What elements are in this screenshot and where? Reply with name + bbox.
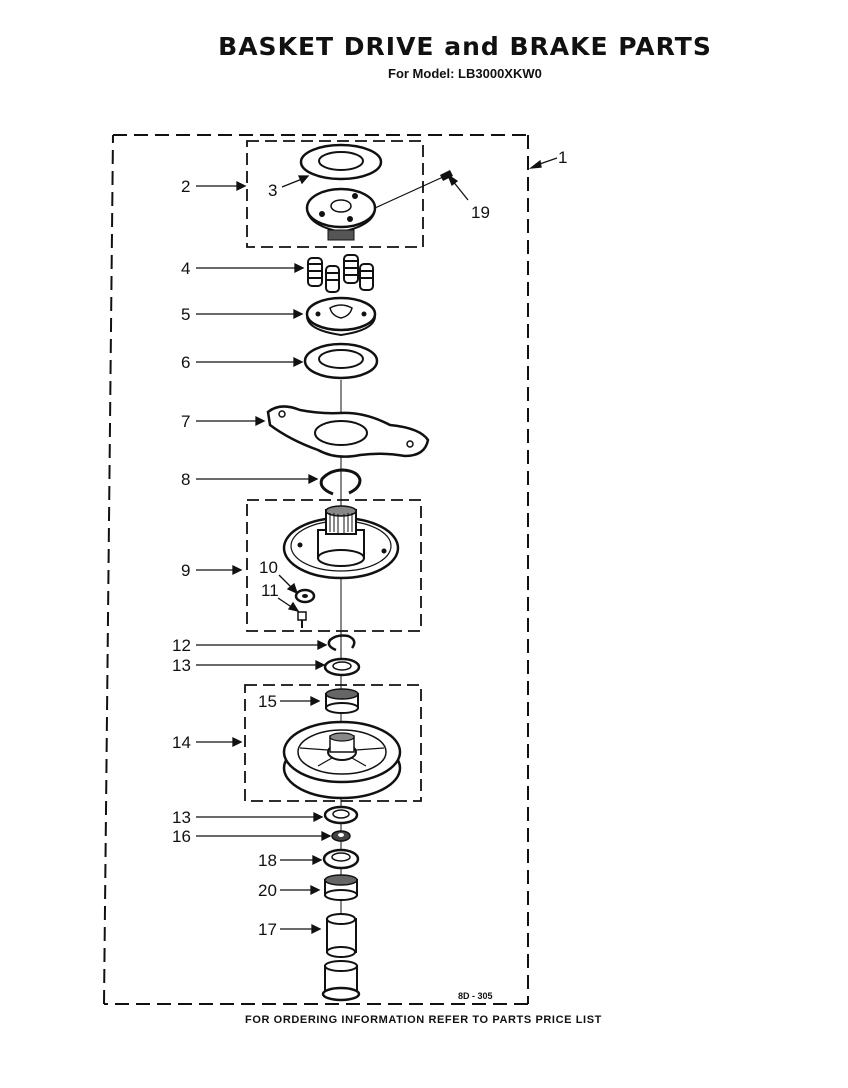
callout-20: 20 <box>258 881 277 900</box>
assembly-frame <box>103 134 529 1005</box>
callout-3: 3 <box>268 181 277 200</box>
part-11-screw <box>297 611 307 628</box>
page-title: BASKET DRIVE and BRAKE PARTS <box>218 32 712 61</box>
part-18-washer <box>322 848 360 870</box>
part-16-washer <box>331 830 351 842</box>
part-14-pulley <box>282 720 402 800</box>
part-13-washer-upper <box>323 657 361 677</box>
model-line: For Model: LB3000XKW0 <box>388 66 542 81</box>
callout-6: 6 <box>181 353 190 372</box>
callout-4: 4 <box>181 259 190 278</box>
subassembly-box-9 <box>246 499 422 632</box>
part-4-springs <box>307 254 374 293</box>
shaft-end <box>321 960 361 1002</box>
ordering-note: FOR ORDERING INFORMATION REFER TO PARTS … <box>245 1014 602 1026</box>
part-10-washer <box>294 588 316 604</box>
part-15-bearing <box>325 688 359 714</box>
callout-18: 18 <box>258 851 277 870</box>
part-9-hub <box>282 505 400 580</box>
callout-19: 19 <box>471 203 490 222</box>
callout-12: 12 <box>172 636 191 655</box>
part-8-snap-ring <box>319 468 362 496</box>
callout-16: 16 <box>172 827 191 846</box>
subassembly-box-2 <box>246 140 424 248</box>
callout-14: 14 <box>172 733 191 752</box>
part-6-ring <box>303 342 379 380</box>
callout-10: 10 <box>259 558 278 577</box>
part-7-gasket <box>266 405 430 458</box>
callout-1: 1 <box>558 148 567 167</box>
callout-9: 9 <box>181 561 190 580</box>
part-3-ring <box>299 143 383 181</box>
leader-lines <box>196 157 558 935</box>
subassembly-box-14 <box>244 684 422 802</box>
callout-7: 7 <box>181 412 190 431</box>
part-5-plate <box>305 296 377 337</box>
callout-11: 11 <box>261 581 279 600</box>
part-12-ring <box>327 634 356 652</box>
callout-8: 8 <box>181 470 190 489</box>
part-17-sleeve <box>326 913 357 958</box>
callout-5: 5 <box>181 305 190 324</box>
callout-2: 2 <box>181 177 190 196</box>
part-20-bearing <box>324 874 358 901</box>
callout-labels: 1 2 3 4 5 6 7 8 9 10 11 12 13 13 14 15 1… <box>172 148 567 1001</box>
callout-13-upper: 13 <box>172 656 191 675</box>
drawing-code: 8D - 305 <box>458 991 493 1001</box>
part-2-plate <box>305 187 377 241</box>
callout-17: 17 <box>258 920 277 939</box>
part-19-pin <box>374 170 453 209</box>
part-13-washer-lower <box>323 805 359 825</box>
callout-15: 15 <box>258 692 277 711</box>
callout-13-lower: 13 <box>172 808 191 827</box>
